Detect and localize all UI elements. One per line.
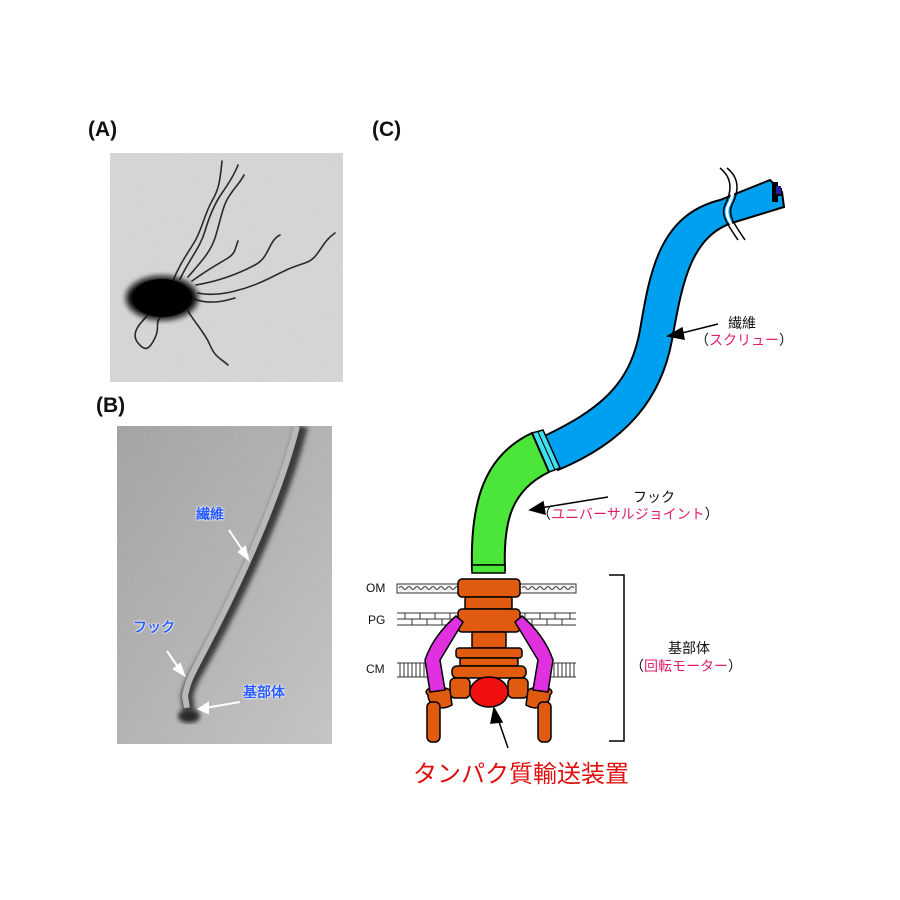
- micrograph-a: [110, 153, 343, 382]
- filament-b: [181, 426, 300, 709]
- paren-close: ）: [728, 659, 742, 675]
- filament-role: スクリュー: [709, 333, 779, 349]
- micrograph-a-image: [110, 153, 343, 382]
- membrane-label-cm: CM: [366, 662, 385, 676]
- basal-body-role: 回転モーター: [644, 659, 728, 675]
- membrane-label-pg: PG: [368, 613, 386, 627]
- panel-a-label: (A): [88, 118, 118, 141]
- hook-universal-joint: [470, 431, 551, 571]
- export-apparatus-label: タンパク質輸送装置: [413, 760, 629, 788]
- paren-close: ）: [704, 507, 719, 523]
- hook-label: フック: [633, 490, 675, 506]
- micrograph-b: [117, 426, 332, 744]
- filament-break-icon: [719, 167, 746, 241]
- flagella-a: [134, 160, 336, 366]
- micrograph-label-filament: 繊維: [196, 507, 224, 523]
- stator-units: [424, 615, 554, 693]
- export-apparatus: [469, 676, 509, 708]
- basal-body-b: [178, 709, 200, 723]
- annotation-arrows-b: [166, 529, 250, 715]
- filament-role-label: （スクリュー）: [695, 333, 793, 350]
- filament-label: 繊維: [728, 316, 756, 332]
- basal-body-role-label: （回転モーター）: [630, 659, 742, 676]
- panel-c-label: (C): [372, 118, 402, 141]
- paren-close: ）: [779, 333, 793, 349]
- micrograph-label-basal-body: 基部体: [243, 685, 285, 701]
- basal-body-bracket: [609, 574, 625, 742]
- micrograph-label-hook: フック: [133, 620, 175, 636]
- filament-screw: [538, 178, 786, 472]
- membrane-label-om: OM: [366, 581, 386, 595]
- paren-open: （: [630, 659, 644, 675]
- pointer-arrows: [490, 323, 719, 749]
- panel-b-label: (B): [96, 394, 126, 417]
- hook-role-label: （ユニバーサルジョイント）: [537, 507, 719, 524]
- paren-open: （: [695, 333, 709, 349]
- basal-body-label: 基部体: [668, 641, 710, 657]
- hook-role: ユニバーサルジョイント: [551, 507, 705, 523]
- paren-open: （: [537, 507, 551, 523]
- filament-cap: [772, 182, 782, 202]
- micrograph-b-image: [117, 426, 332, 744]
- rod-and-rings: [425, 578, 553, 743]
- cytoplasmic-membrane: [397, 662, 576, 678]
